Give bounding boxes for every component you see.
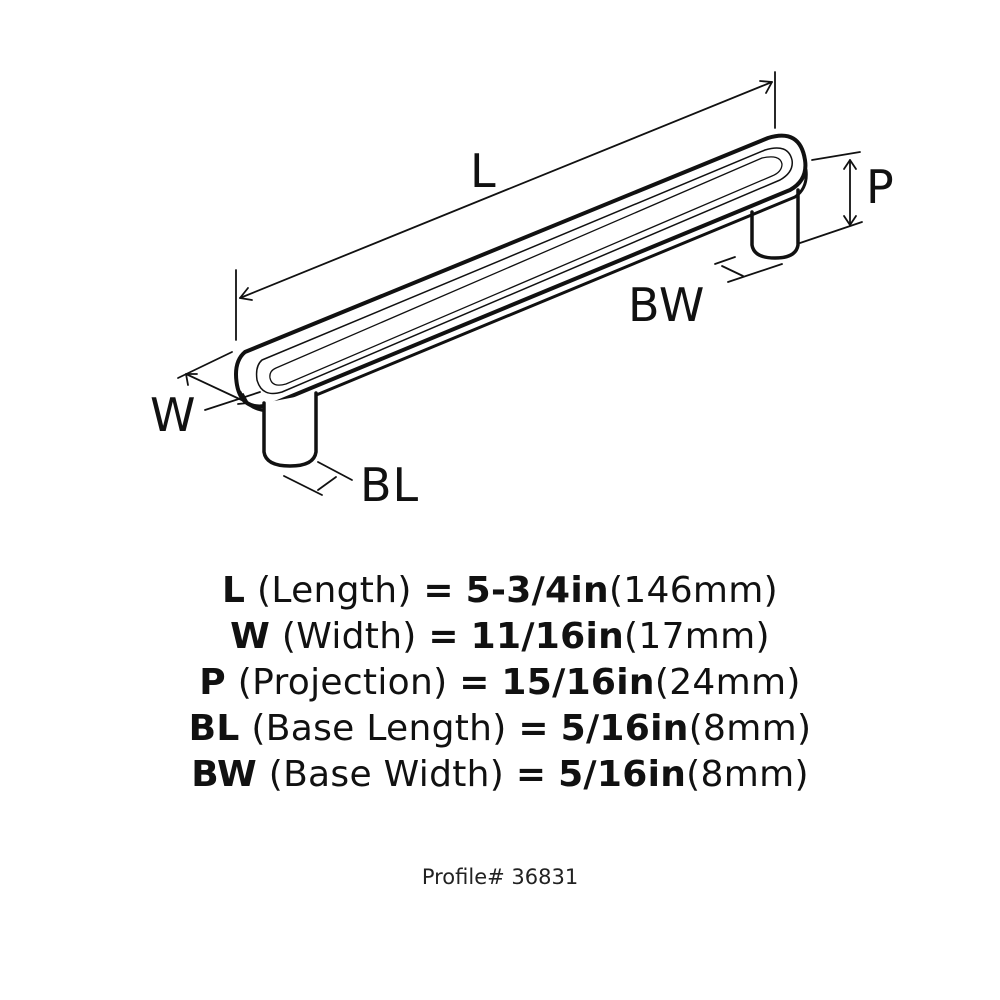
spec-length: L (Length) = 5-3/4in(146mm) (222, 570, 778, 611)
spec-base-width: BW (Base Width) = 5/16in(8mm) (191, 754, 809, 795)
profile-number: Profile# 36831 (421, 865, 579, 889)
dimension-label-width: W (150, 388, 197, 442)
cabinet-pull-drawing (177, 71, 863, 496)
spec-projection: P (Projection) = 15/16in(24mm) (199, 662, 801, 703)
dimension-label-base-length: BL (360, 458, 420, 512)
dimension-label-base-width: BW (628, 278, 706, 332)
spec-width: W (Width) = 11/16in(17mm) (230, 616, 770, 657)
dimension-label-length: L (470, 144, 497, 198)
dimension-label-projection: P (866, 160, 895, 214)
handle-diagram: L P BW W BL (150, 71, 895, 512)
spec-base-length: BL (Base Length) = 5/16in(8mm) (188, 708, 812, 749)
dimension-specs: L (Length) = 5-3/4in(146mm) W (Width) = … (0, 568, 1000, 798)
